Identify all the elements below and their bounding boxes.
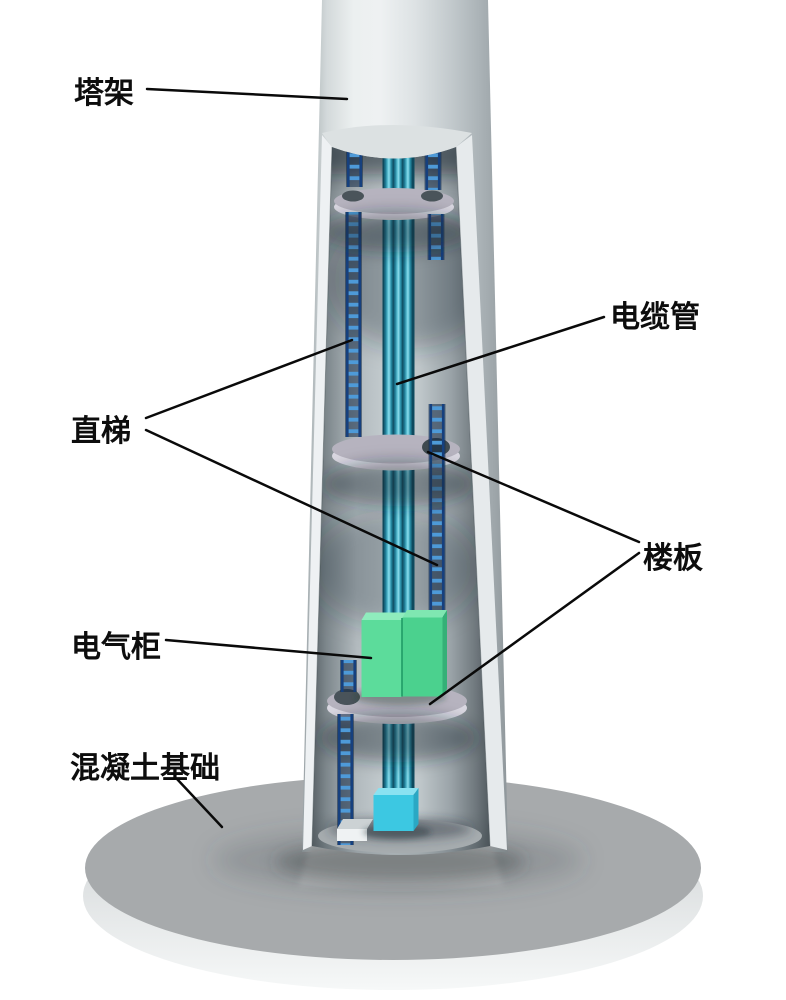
cabinet-right-door [402,617,443,697]
ladder-upper-right [424,148,442,190]
ladder-rail [429,404,433,688]
ladder-rail [358,212,361,437]
ladder-rail [353,660,356,692]
ladder-lower-left-upper [340,660,357,692]
label-floor-slab: 楼板 [643,542,703,575]
ladder-rungs [348,150,361,187]
leader-ladder-upper [144,338,354,420]
floor-top [334,188,454,220]
cabinet-left-top [361,612,406,620]
ladder-rungs [342,660,355,692]
ladder-rail [350,714,353,845]
floor-lower-ladder-notch [334,689,360,705]
shadow-under-floor-middle [323,462,473,506]
ladder-rungs [339,714,352,845]
base-step-front [337,829,367,841]
ladder-rail [359,150,362,187]
junction-box-front [373,795,414,831]
ladder-section2-left [345,212,362,437]
cut-edge-left-line [311,146,333,847]
ladder-rail [437,148,441,190]
ladder-rail [338,714,341,845]
leader-concrete-foundation [175,777,224,829]
ladder-rail [441,404,445,688]
leader-floor-middle [426,450,641,544]
ladder-upper-left [346,150,363,187]
cabinet-right-top [402,610,447,618]
junction-box-side [413,788,419,831]
label-tower: 塔架 [74,77,134,110]
ladder-rail [341,660,344,692]
floor-top-left-notch [342,190,364,202]
ladder-bottom-left [337,714,354,845]
floor-top-right-notch [421,190,443,202]
tower-interior-contents [312,147,490,855]
cut-rim-top [322,125,472,159]
label-concrete-foundation: 混凝土基础 [70,752,220,785]
tower-base-contact-shadow [275,842,525,882]
junction-box-top [373,788,419,795]
cut-edge-left [303,135,332,850]
leader-tower [145,87,349,101]
cut-edge-right-line [455,146,491,847]
cable-junction-box [363,788,431,839]
leader-cable-conduit [395,315,606,386]
leader-ladder-lower [144,428,439,567]
label-electrical-cabinet: 电气柜 [71,631,161,664]
ladder-rail [346,212,349,437]
ladder-rail [425,148,429,190]
leader-electrical-cabinet [164,638,373,660]
ladder-rungs [347,212,360,437]
labels: 塔架 电缆管 直梯 楼板 电气柜 混凝土基础 [70,77,703,785]
shadow-under-floor-lower [320,714,476,762]
label-ladder: 直梯 [71,415,131,448]
ladder-rungs [426,148,440,190]
cabinet-side-face [442,610,447,697]
cut-edge-right [456,135,507,850]
ladder-rail [347,150,350,187]
label-cable-conduit: 电缆管 [610,301,700,334]
leader-lines [144,87,641,829]
base-step-block [337,819,373,841]
leader-floor-lower [428,551,641,706]
shadow-under-floor-top [320,212,470,252]
base-step-top [337,819,373,829]
